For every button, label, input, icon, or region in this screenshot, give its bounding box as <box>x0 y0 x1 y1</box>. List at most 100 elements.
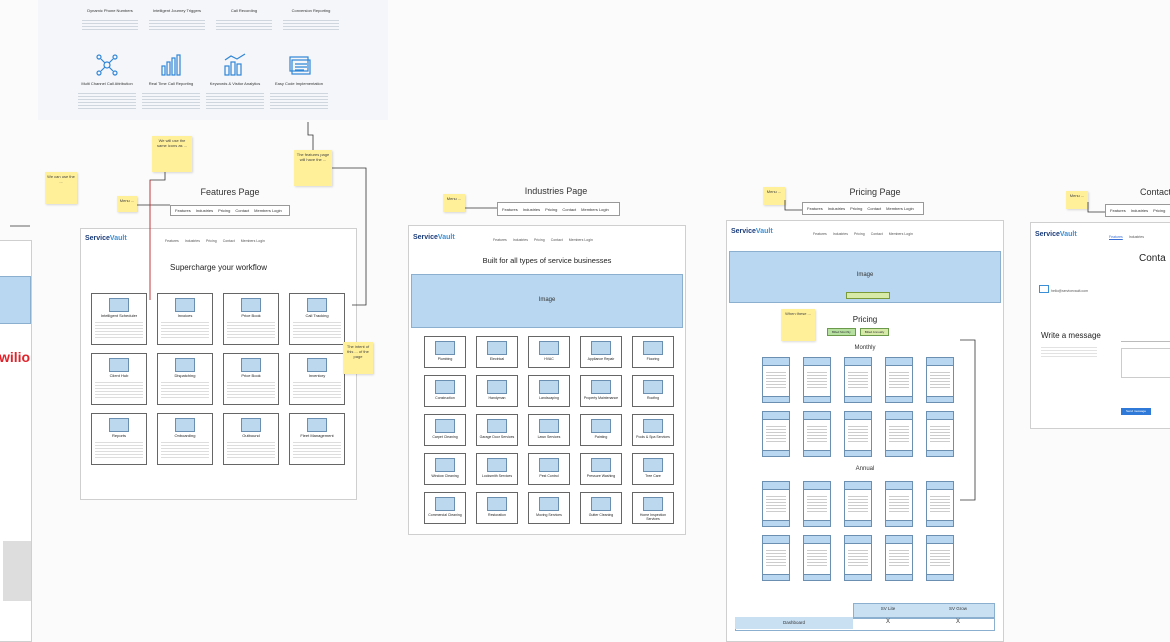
icon-placeholder <box>643 497 663 511</box>
pricing-card-button[interactable] <box>927 574 953 580</box>
pricing-card-button[interactable] <box>886 520 912 526</box>
menu-item[interactable]: Features <box>1109 235 1123 239</box>
nav-item[interactable]: Industries <box>195 208 214 213</box>
menu-item[interactable]: Pricing <box>206 239 217 243</box>
feature-card-title: Price Book <box>241 313 261 318</box>
contact-logo: ServiceVault <box>1035 231 1077 238</box>
nav-item[interactable]: Features <box>1110 208 1126 213</box>
name-field[interactable] <box>1121 331 1170 342</box>
nav-item[interactable]: Industries <box>827 206 846 211</box>
icon-placeholder <box>487 380 507 394</box>
menu-item[interactable]: Features <box>165 239 179 243</box>
pricing-menu[interactable]: Features Industries Pricing Contact Members … <box>807 232 913 236</box>
pricing-card-button[interactable] <box>804 396 830 402</box>
email-icon <box>1039 285 1049 293</box>
toggle-monthly[interactable]: Billed Monthly <box>827 328 856 336</box>
nav-item[interactable]: Industries <box>1130 208 1149 213</box>
industry-card: Window Cleaning <box>424 453 466 485</box>
pricing-card <box>926 481 954 527</box>
industry-card: Plumbing <box>424 336 466 368</box>
nav-item[interactable]: Features <box>807 206 823 211</box>
icon-placeholder <box>591 497 611 511</box>
menu-item[interactable]: Industries <box>1128 235 1144 239</box>
icon-placeholder <box>241 358 261 372</box>
menu-item[interactable]: Pricing <box>534 238 545 242</box>
nav-item[interactable]: Pricing <box>218 208 231 213</box>
feature-card: Price Book <box>223 353 279 405</box>
nav-item[interactable]: Members Login <box>886 206 914 211</box>
feature-card-description <box>227 440 275 458</box>
nav-item[interactable]: Industries <box>522 206 541 212</box>
menu-item[interactable]: Contact <box>870 232 883 236</box>
nav-item[interactable]: Contact <box>235 208 250 213</box>
nav-item[interactable]: Features <box>175 208 191 213</box>
pricing-card-button[interactable] <box>763 520 789 526</box>
nav-item[interactable]: Contact <box>562 206 577 212</box>
pricing-card-body <box>930 548 950 566</box>
features-menu[interactable]: Features Industries Pricing Contact Members … <box>159 239 265 243</box>
pricing-card-button[interactable] <box>845 450 871 456</box>
industries-menu[interactable]: Features Industries Pricing Contact Members … <box>487 238 593 242</box>
contact-nav[interactable]: Features Industries Pricing <box>1105 204 1170 217</box>
nav-item[interactable]: Pricing <box>1153 208 1166 213</box>
message-description <box>1041 345 1097 359</box>
industries-hero-image: Image <box>411 274 683 328</box>
sticky-note: Menu ... <box>443 194 465 212</box>
nav-item[interactable]: Members Login <box>254 208 282 213</box>
nav-item[interactable]: Contact <box>867 206 882 211</box>
message-field[interactable] <box>1121 348 1170 378</box>
menu-item[interactable]: Features <box>813 232 827 236</box>
pricing-card-button[interactable] <box>763 396 789 402</box>
contact-menu[interactable]: Features Industries <box>1109 235 1144 239</box>
pricing-card-button[interactable] <box>845 520 871 526</box>
pricing-card-button[interactable] <box>927 450 953 456</box>
send-message-button[interactable]: Send message <box>1121 408 1151 415</box>
industries-nav[interactable]: Features Industries Pricing Contact Members … <box>497 202 620 216</box>
menu-item[interactable]: Contact <box>550 238 563 242</box>
pricing-card-button[interactable] <box>845 574 871 580</box>
icon-placeholder <box>109 358 129 372</box>
pricing-card-button[interactable] <box>886 396 912 402</box>
menu-item[interactable]: Members Login <box>568 238 593 242</box>
menu-item[interactable]: Members Login <box>888 232 913 236</box>
icon-placeholder <box>591 380 611 394</box>
hero-button[interactable] <box>846 292 890 299</box>
pricing-card-button[interactable] <box>886 574 912 580</box>
menu-item[interactable]: Industries <box>832 232 848 236</box>
features-nav[interactable]: Features Industries Pricing Contact Members … <box>170 205 290 216</box>
pricing-card-button[interactable] <box>845 396 871 402</box>
menu-item[interactable]: Contact <box>222 239 235 243</box>
feature-card: Intelligent Scheduler <box>91 293 147 345</box>
pricing-card <box>885 481 913 527</box>
pricing-card-header <box>886 536 912 544</box>
icon-placeholder <box>307 418 327 432</box>
pricing-card-button[interactable] <box>927 520 953 526</box>
nav-item[interactable]: Features <box>502 206 518 212</box>
nav-item[interactable]: Members Login <box>581 206 609 212</box>
icon-placeholder <box>591 341 611 355</box>
pricing-card-button[interactable] <box>886 450 912 456</box>
pricing-nav[interactable]: Features Industries Pricing Contact Members … <box>802 202 924 215</box>
menu-item[interactable]: Members Login <box>240 239 265 243</box>
document-stack-icon <box>286 52 312 78</box>
pricing-card-button[interactable] <box>763 450 789 456</box>
pricing-card-body <box>889 424 909 442</box>
pricing-card-button[interactable] <box>804 574 830 580</box>
pricing-card-button[interactable] <box>763 574 789 580</box>
nav-item[interactable]: Pricing <box>545 206 558 212</box>
menu-item[interactable]: Features <box>493 238 507 242</box>
logo-text-a: Service <box>731 228 756 235</box>
toggle-annual[interactable]: Billed Annually <box>859 328 890 336</box>
nav-item[interactable]: Pricing <box>850 206 863 211</box>
billing-toggle[interactable]: Billed Monthly Billed Annually <box>827 328 890 336</box>
menu-item[interactable]: Industries <box>184 239 200 243</box>
icon-placeholder <box>539 380 559 394</box>
pricing-card-button[interactable] <box>927 396 953 402</box>
industry-card-title: Tree Care <box>645 474 661 478</box>
contact-email[interactable]: hello@servicevault.com <box>1051 289 1089 293</box>
menu-item[interactable]: Industries <box>512 238 528 242</box>
pricing-card-button[interactable] <box>804 450 830 456</box>
menu-item[interactable]: Pricing <box>854 232 865 236</box>
feature-title: Dynamic Phone Numbers <box>87 8 133 13</box>
pricing-card-button[interactable] <box>804 520 830 526</box>
